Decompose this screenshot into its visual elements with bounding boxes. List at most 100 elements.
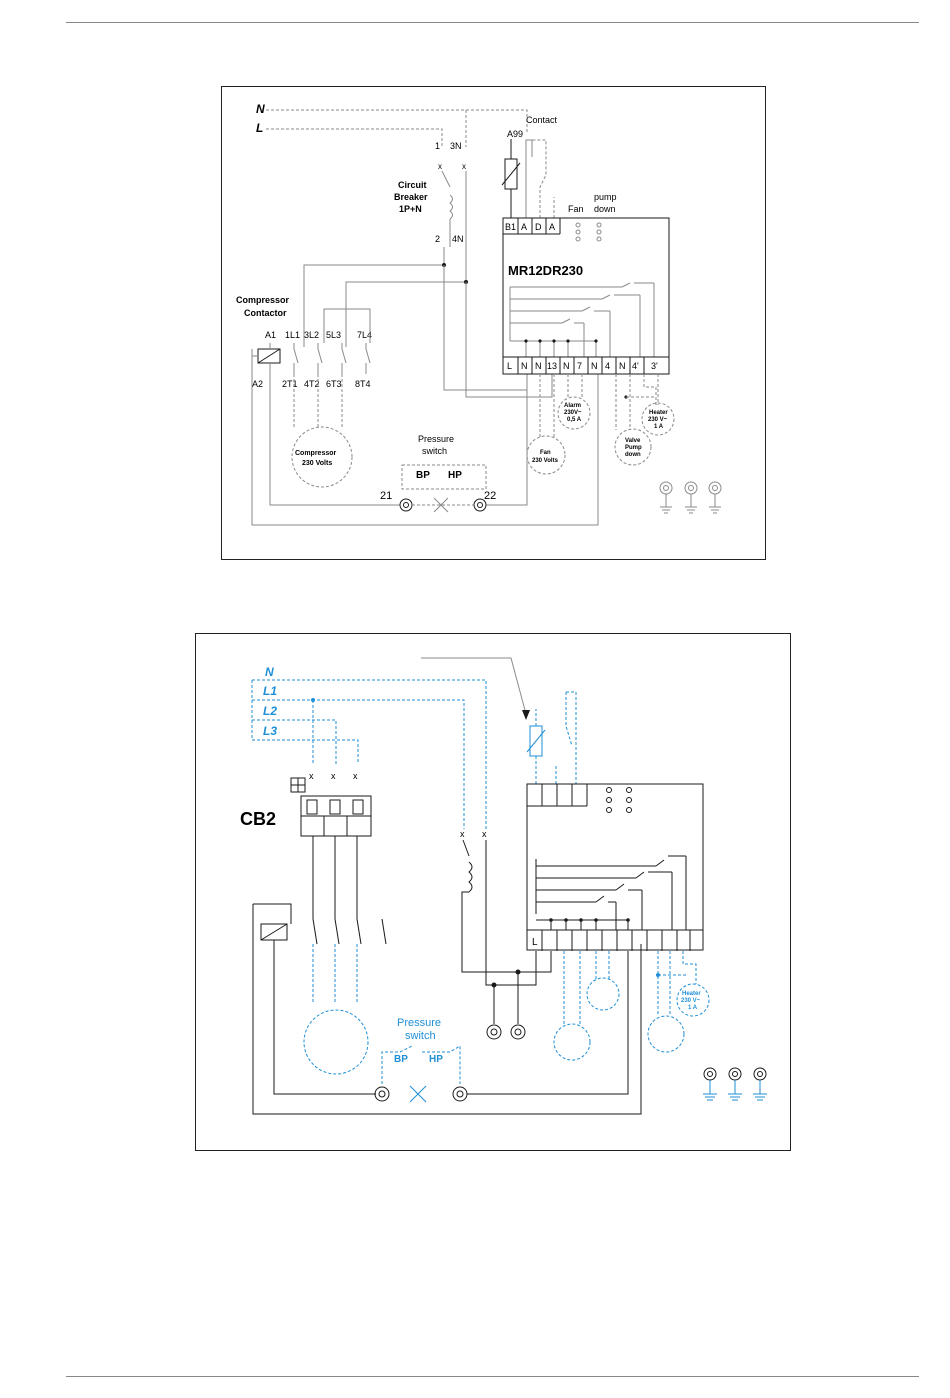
switch-terminal-21 xyxy=(399,498,413,512)
diagram-label: A99 xyxy=(507,129,523,139)
diagram-label: Compressor xyxy=(295,450,337,457)
diagram-label: 2 xyxy=(435,234,440,244)
valve-pump-down-icon xyxy=(614,428,652,466)
diagram-label: 0,5 A xyxy=(567,417,582,423)
led-indicators xyxy=(606,787,632,813)
coil-icon xyxy=(449,194,453,220)
diagram-label: Contact xyxy=(526,115,558,125)
hp-label: HP xyxy=(448,470,462,481)
ground-terminal-icon xyxy=(728,1067,742,1101)
diagram-label: 4 xyxy=(605,361,610,371)
diagram-label: 4T2 xyxy=(304,379,320,389)
diagram-label: x xyxy=(309,771,314,781)
label-l3: L3 xyxy=(263,724,277,738)
diagram-label: 7 xyxy=(577,361,582,371)
heater-output-icon xyxy=(641,402,675,436)
diagram-label: N xyxy=(563,361,570,371)
diagram-label: switch xyxy=(422,446,447,456)
terminal-icon xyxy=(486,1024,502,1040)
alarm-output-icon xyxy=(557,396,591,430)
coil-icon xyxy=(468,861,473,893)
ground-terminal-icon xyxy=(703,1067,717,1101)
hp-label: HP xyxy=(429,1054,443,1065)
diagram-label: Fan xyxy=(540,450,551,456)
diagram-label: x xyxy=(482,829,487,839)
diagram-label: Pressure xyxy=(397,1017,441,1029)
diagram-label: x xyxy=(353,771,358,781)
breaker-x-1: x xyxy=(438,162,442,171)
ground-terminal-icon xyxy=(753,1067,767,1101)
diagram-label: 3N xyxy=(450,141,462,151)
ground-terminal-icon xyxy=(708,481,722,514)
breaker-x-2: x xyxy=(462,162,466,171)
diagram-label: Valve xyxy=(625,438,641,444)
diagram-label: x xyxy=(460,829,465,839)
diagram-label: 3' xyxy=(651,361,658,371)
diagram-label: 8T4 xyxy=(355,379,371,389)
terminal-icon xyxy=(510,1024,526,1040)
diagram-label: Contactor xyxy=(244,308,287,318)
diagram-label: 230 V~ xyxy=(681,998,701,1004)
diagram-label: 1L1 xyxy=(285,330,300,340)
l-wire xyxy=(266,128,443,147)
diagram-label: 230 V~ xyxy=(648,417,668,423)
label-n: N xyxy=(265,665,274,679)
switch-terminal-22 xyxy=(452,1086,468,1102)
diagram-label: A xyxy=(521,222,527,232)
ground-terminal-icon xyxy=(684,481,698,514)
controller-mr12dr230 xyxy=(502,217,670,375)
diagram-label: N xyxy=(619,361,626,371)
diagram-label: 1 A xyxy=(654,424,664,430)
compressor-motor-icon xyxy=(291,426,353,488)
diagram-label: 2T1 xyxy=(282,379,298,389)
diagram-label: 6T3 xyxy=(326,379,342,389)
diagram-label: Heater xyxy=(682,991,701,997)
diagram-label: N xyxy=(535,361,542,371)
diagram-label: 230 Volts xyxy=(302,460,332,467)
label-l: L xyxy=(256,121,263,135)
label-l2: L2 xyxy=(263,704,277,718)
compressor-motor-icon xyxy=(303,1009,369,1075)
diagram-label: Heater xyxy=(649,410,668,416)
diagram-label: Pump xyxy=(625,445,642,451)
diagram-label: 7L4 xyxy=(357,330,372,340)
diagram-label: 230V~ xyxy=(564,410,582,416)
switch-terminal-21 xyxy=(374,1086,390,1102)
diagram-label: switch xyxy=(405,1030,436,1042)
wiring-diagram-single-phase: N L 1 3N x x Circuit Breaker 1P+N 2 4N C… xyxy=(221,86,766,560)
diagram-label: 1P+N xyxy=(399,204,422,214)
diagram-label: 21 xyxy=(380,490,392,502)
fan-motor-icon xyxy=(526,435,566,475)
diagram-label: A1 xyxy=(265,330,276,340)
diagram-label: L xyxy=(507,361,512,371)
diagram-label: L xyxy=(532,937,538,948)
diagram-label: down xyxy=(594,204,616,214)
bp-label: BP xyxy=(394,1054,408,1065)
diagram-label: B1 xyxy=(505,222,516,232)
heater-output-icon xyxy=(676,983,710,1017)
diagram-label: N xyxy=(591,361,598,371)
diagram-label: 3L2 xyxy=(304,330,319,340)
diagram-label: 5L3 xyxy=(326,330,341,340)
diagram-label: x xyxy=(331,771,336,781)
wiring-diagram-three-phase: N L1 L2 L3 CB2 x x x Pressure switch BP … xyxy=(195,633,791,1151)
diagram-label: 1 A xyxy=(688,1005,698,1011)
footer-rule xyxy=(66,1376,919,1377)
breaker-label: CB2 xyxy=(240,809,276,829)
diagram-label: Breaker xyxy=(394,192,428,202)
diagram-label: pump xyxy=(594,192,617,202)
diagram-label: Circuit xyxy=(398,180,427,190)
diagram-label: Pressure xyxy=(418,434,454,444)
diagram-label: N xyxy=(521,361,528,371)
fan-motor-icon xyxy=(553,1023,591,1061)
diagram-label: 13 xyxy=(547,361,557,371)
header-rule xyxy=(66,22,919,23)
diagram-label: down xyxy=(625,452,641,458)
label-l1: L1 xyxy=(263,684,277,698)
diagram-label: Compressor xyxy=(236,295,290,305)
alarm-output-icon xyxy=(586,977,620,1011)
label-n: N xyxy=(256,102,265,116)
diagram-label: 4' xyxy=(632,361,639,371)
diagram-label: 22 xyxy=(484,490,496,502)
diagram-label: 230 Volts xyxy=(532,458,559,464)
